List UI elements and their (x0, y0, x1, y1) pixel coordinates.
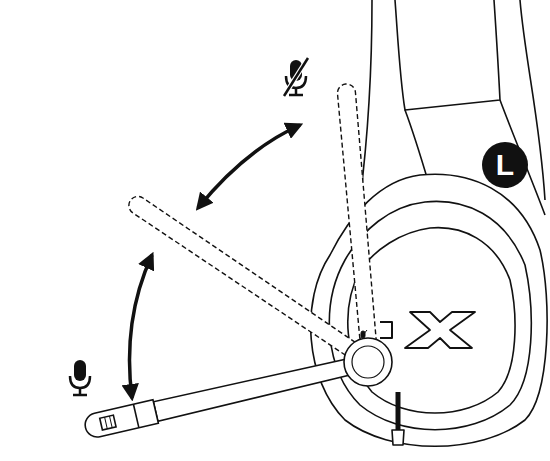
side-badge: L (482, 142, 528, 188)
mute-icon (284, 58, 308, 96)
mic-icon (70, 360, 90, 395)
side-letter: L (496, 150, 514, 180)
